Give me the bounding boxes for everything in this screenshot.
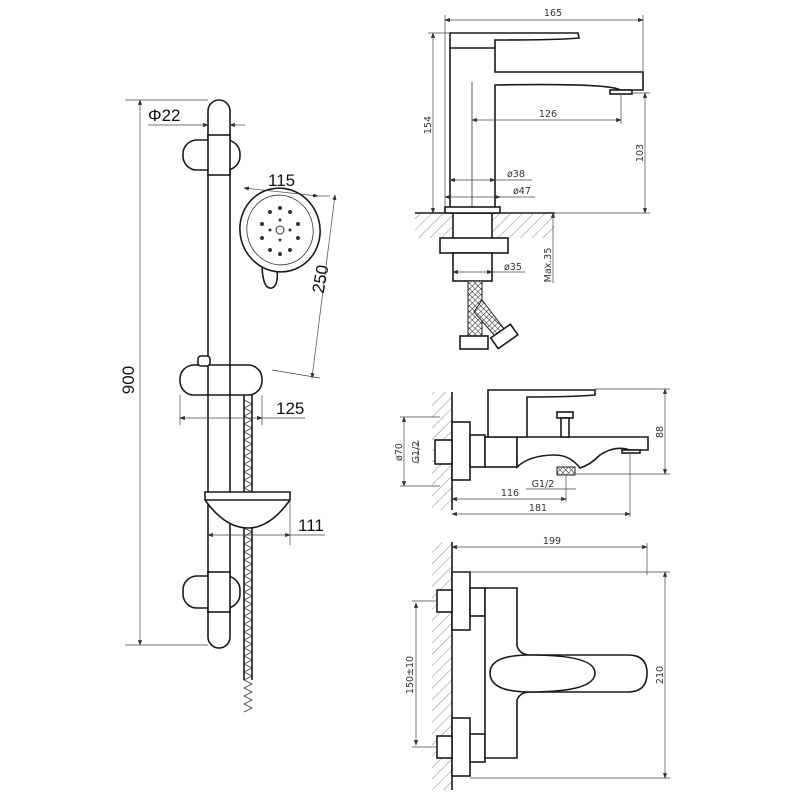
rail-height-label: 900	[119, 366, 138, 394]
soap-dish	[204, 491, 291, 529]
handset-slider	[179, 364, 263, 396]
bath-depth-label: 199	[543, 536, 561, 547]
bath-mixer-side-drawing: 88 ø70 G1/2 G1/2 116 181	[394, 388, 670, 517]
spout-height-label: 103	[635, 144, 646, 162]
shower-hose	[243, 395, 253, 680]
body-diameter-label: ø38	[507, 169, 525, 180]
outlet-distance-label: 116	[501, 488, 519, 499]
basin-mixer-drawing: 165 154 126 103 ø38 ø47 ø35 Max.35	[415, 8, 650, 350]
bath-mixer-top-drawing: 199 210 150±10	[405, 536, 670, 790]
inlet-thread-label: G1/2	[411, 441, 422, 464]
base-diameter-label: ø47	[513, 186, 531, 197]
bath-spout-reach-label: 181	[529, 503, 547, 514]
mixer-height-label: 154	[423, 116, 434, 134]
bath-width-label: 210	[655, 666, 666, 684]
handset-width-label: 115	[268, 171, 295, 190]
slider-depth-label: 125	[276, 399, 304, 418]
rail-diameter-label: Φ22	[148, 106, 180, 125]
spout-reach-label: 126	[539, 109, 557, 120]
flange-diameter-label: ø70	[394, 443, 405, 461]
shower-rail-set: 900 Φ22 115 250 125 111	[119, 99, 337, 713]
max-thickness-label: Max.35	[543, 248, 554, 283]
soap-dish-depth-label: 111	[298, 516, 324, 535]
bath-height-label: 88	[655, 426, 666, 438]
handset-length-label: 250	[309, 263, 333, 294]
shank-diameter-label: ø35	[504, 262, 522, 273]
outlet-thread-label: G1/2	[532, 479, 555, 490]
mixer-length-label: 165	[544, 8, 562, 19]
inlet-centers-label: 150±10	[405, 656, 416, 694]
